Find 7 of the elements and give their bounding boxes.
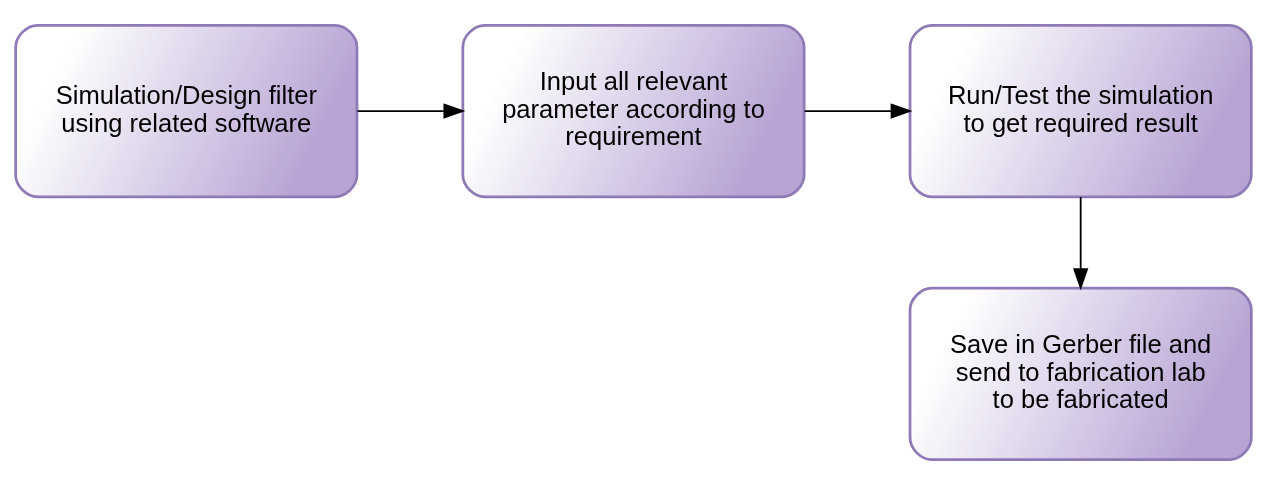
node-box: Run/Test the simulation to get required result	[908, 23, 1253, 199]
node-box: Save in Gerber file and send to fabrication lab to be fabricated	[908, 286, 1253, 462]
arrow	[1073, 196, 1089, 291]
node-box: Input all relevant parameter according to requirement	[461, 23, 806, 199]
arrow	[803, 103, 913, 119]
node-box: Simulation/Design filter using related software	[14, 23, 359, 199]
arrow	[356, 103, 466, 119]
